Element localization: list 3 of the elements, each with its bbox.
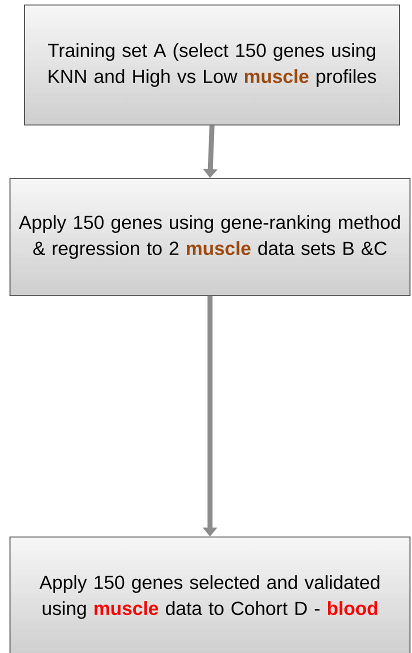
process-box: Training set A (select 150 genes using KNN and High vs Low muscle profiles: [24, 4, 400, 126]
process-box: Apply 150 genes selected and validated using muscle data to Cohort D - blood: [10, 536, 410, 653]
process-box: Apply 150 genes using gene-ranking method & regression to 2 muscle data sets B &C: [10, 178, 410, 296]
